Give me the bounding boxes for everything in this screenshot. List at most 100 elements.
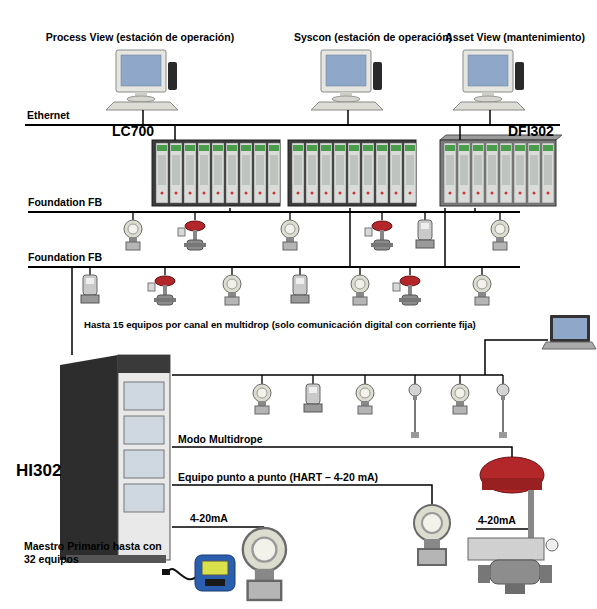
valve-body [490, 560, 540, 584]
pressure-transmitter [304, 384, 322, 412]
handheld-screen [202, 561, 228, 575]
io-module [528, 143, 540, 203]
transmitter [491, 220, 509, 250]
transmitter [253, 384, 271, 414]
wire-label: Equipo punto a punto (HART – 4-20 mA) [178, 471, 378, 484]
node-title: DFI302 [508, 123, 568, 140]
level-sensor [497, 384, 509, 438]
module-panel [124, 484, 164, 512]
laptop-lid [550, 315, 590, 342]
level-sensor [409, 384, 421, 438]
controller-rack: DFI302 [438, 140, 558, 208]
handheld-connector [162, 569, 170, 575]
io-module [486, 143, 498, 203]
bus-connector [174, 126, 176, 140]
workstation [106, 50, 178, 110]
fieldbus-line: Foundation FB [28, 211, 520, 213]
controller-rack [288, 140, 416, 206]
module-side [60, 355, 118, 560]
bus-connector [349, 208, 351, 266]
gateway-module: HI302 [60, 355, 172, 563]
valve-bottom [505, 584, 525, 594]
laptop-screen [553, 318, 587, 339]
pressure-transmitter [81, 275, 99, 303]
point-to-point-wire [172, 485, 432, 505]
control-valve [148, 276, 176, 305]
bus-connector [229, 208, 231, 211]
multidrop-mode-wire [172, 447, 512, 457]
bus-connector [489, 110, 491, 124]
valve-yoke [528, 490, 534, 538]
valve-gauge [546, 539, 558, 551]
module-panel [124, 382, 164, 410]
device-drop-wires [90, 213, 503, 384]
bus-connector [474, 208, 476, 211]
transmitter [451, 384, 469, 414]
controller-rack: LC700 [150, 140, 422, 208]
io-module [542, 143, 554, 203]
pressure-transmitter [291, 275, 309, 303]
io-module [444, 143, 456, 203]
handheld-body [195, 555, 235, 591]
bus-connector [444, 208, 446, 266]
pressure-transmitter [416, 220, 434, 248]
bus-connector [347, 110, 349, 124]
transmitter [473, 275, 491, 305]
handheld-keys [205, 579, 225, 586]
module-panel [124, 450, 164, 478]
control-valve [178, 221, 206, 250]
transmitter [414, 505, 450, 565]
network-bus: Ethernet [25, 124, 560, 126]
workstation [311, 50, 383, 110]
module-front [118, 355, 170, 560]
node-title: Foundation FB [28, 251, 138, 264]
multidrop-note: Hasta 15 equipos por canal en multidrop … [84, 319, 476, 331]
workstation: Asset View (mantenimiento) [436, 30, 594, 110]
workstation [453, 50, 525, 110]
valve-flange [540, 565, 552, 583]
transmitter [281, 220, 299, 250]
node-title: Ethernet [27, 109, 117, 122]
valve-actuator-ring [482, 478, 542, 490]
signal-label: 4-20mA [478, 514, 516, 527]
rack-chassis [440, 140, 556, 206]
valve-flange [478, 565, 490, 583]
control-valve [393, 276, 421, 305]
module-panel [124, 416, 164, 444]
laptop-base [542, 342, 596, 349]
io-module [514, 143, 526, 203]
transmitter [243, 528, 286, 600]
bus-connector [71, 268, 73, 355]
signal-label: 4-20mA [190, 512, 228, 525]
node-title: HI302 [16, 461, 66, 481]
valve-actuator [480, 457, 544, 493]
bus-connector [459, 126, 461, 140]
workstation: Process View (estación de operación) [40, 30, 240, 110]
fieldbus-line: Foundation FB [28, 266, 520, 268]
transmitter [124, 220, 142, 250]
node-title: Foundation FB [28, 196, 138, 209]
wire-label: Modo Multidrope [178, 433, 263, 446]
node-title: Process View (estación de operación) [40, 31, 240, 44]
controller-rack [152, 140, 280, 206]
transmitter [351, 275, 369, 305]
transmitter [223, 275, 241, 305]
handheld-cable [168, 569, 198, 579]
node-title: LC700 [112, 123, 172, 140]
module-top [118, 355, 170, 373]
control-valve [365, 221, 393, 250]
current-loop-wire [172, 526, 264, 528]
bus-connector [142, 110, 144, 124]
node-title: Syscon (estación de operación) [278, 31, 468, 44]
io-module [500, 143, 512, 203]
io-module [458, 143, 470, 203]
node-title: Asset View (mantenimiento) [436, 31, 594, 44]
valve-positioner [468, 538, 544, 560]
workstation: Syscon (estación de operación) [278, 30, 468, 110]
note: Maestro Primario hasta con 32 equipos [24, 540, 162, 566]
multidrop-wire [172, 340, 548, 375]
din-rail [66, 555, 166, 563]
current-loop-wire [476, 528, 528, 529]
